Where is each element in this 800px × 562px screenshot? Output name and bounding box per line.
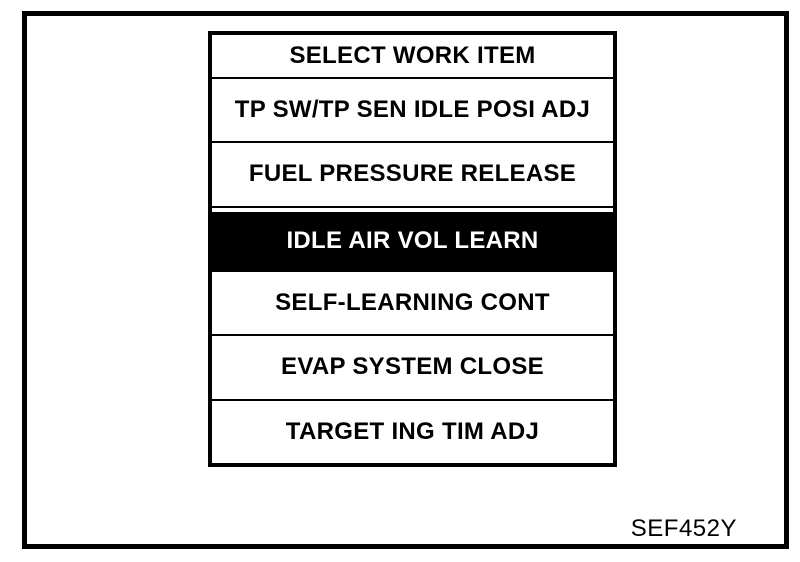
- selected-row-highlight: IDLE AIR VOL LEARN: [212, 211, 613, 270]
- menu-item-idle-air-vol-learn[interactable]: IDLE AIR VOL LEARN: [212, 205, 613, 270]
- menu-item-label: EVAP SYSTEM CLOSE: [281, 353, 544, 381]
- figure-reference: SEF452Y: [630, 515, 737, 542]
- menu-item-target-ing-tim-adj[interactable]: TARGET ING TIM ADJ: [212, 398, 613, 463]
- menu-item-label: FUEL PRESSURE RELEASE: [248, 160, 577, 188]
- menu-item-evap-system-close[interactable]: EVAP SYSTEM CLOSE: [212, 334, 613, 398]
- menu-item-tp-sw-tp-sen-idle-posi-adj[interactable]: TP SW/TP SEN IDLE POSI ADJ: [212, 77, 613, 141]
- menu-item-label: TARGET ING TIM ADJ: [285, 417, 540, 445]
- menu-item-label: IDLE AIR VOL LEARN: [286, 226, 539, 254]
- work-item-menu: SELECT WORK ITEM TP SW/TP SEN IDLE POSI …: [208, 31, 617, 467]
- menu-title: SELECT WORK ITEM: [212, 35, 613, 77]
- menu-item-fuel-pressure-release[interactable]: FUEL PRESSURE RELEASE: [212, 141, 613, 205]
- menu-item-self-learning-cont[interactable]: SELF-LEARNING CONT: [212, 269, 613, 334]
- menu-title-label: SELECT WORK ITEM: [289, 42, 536, 69]
- menu-item-label: TP SW/TP SEN IDLE POSI ADJ: [234, 96, 591, 124]
- figure-frame: SELECT WORK ITEM TP SW/TP SEN IDLE POSI …: [22, 11, 789, 549]
- menu-item-label: SELF-LEARNING CONT: [275, 289, 550, 317]
